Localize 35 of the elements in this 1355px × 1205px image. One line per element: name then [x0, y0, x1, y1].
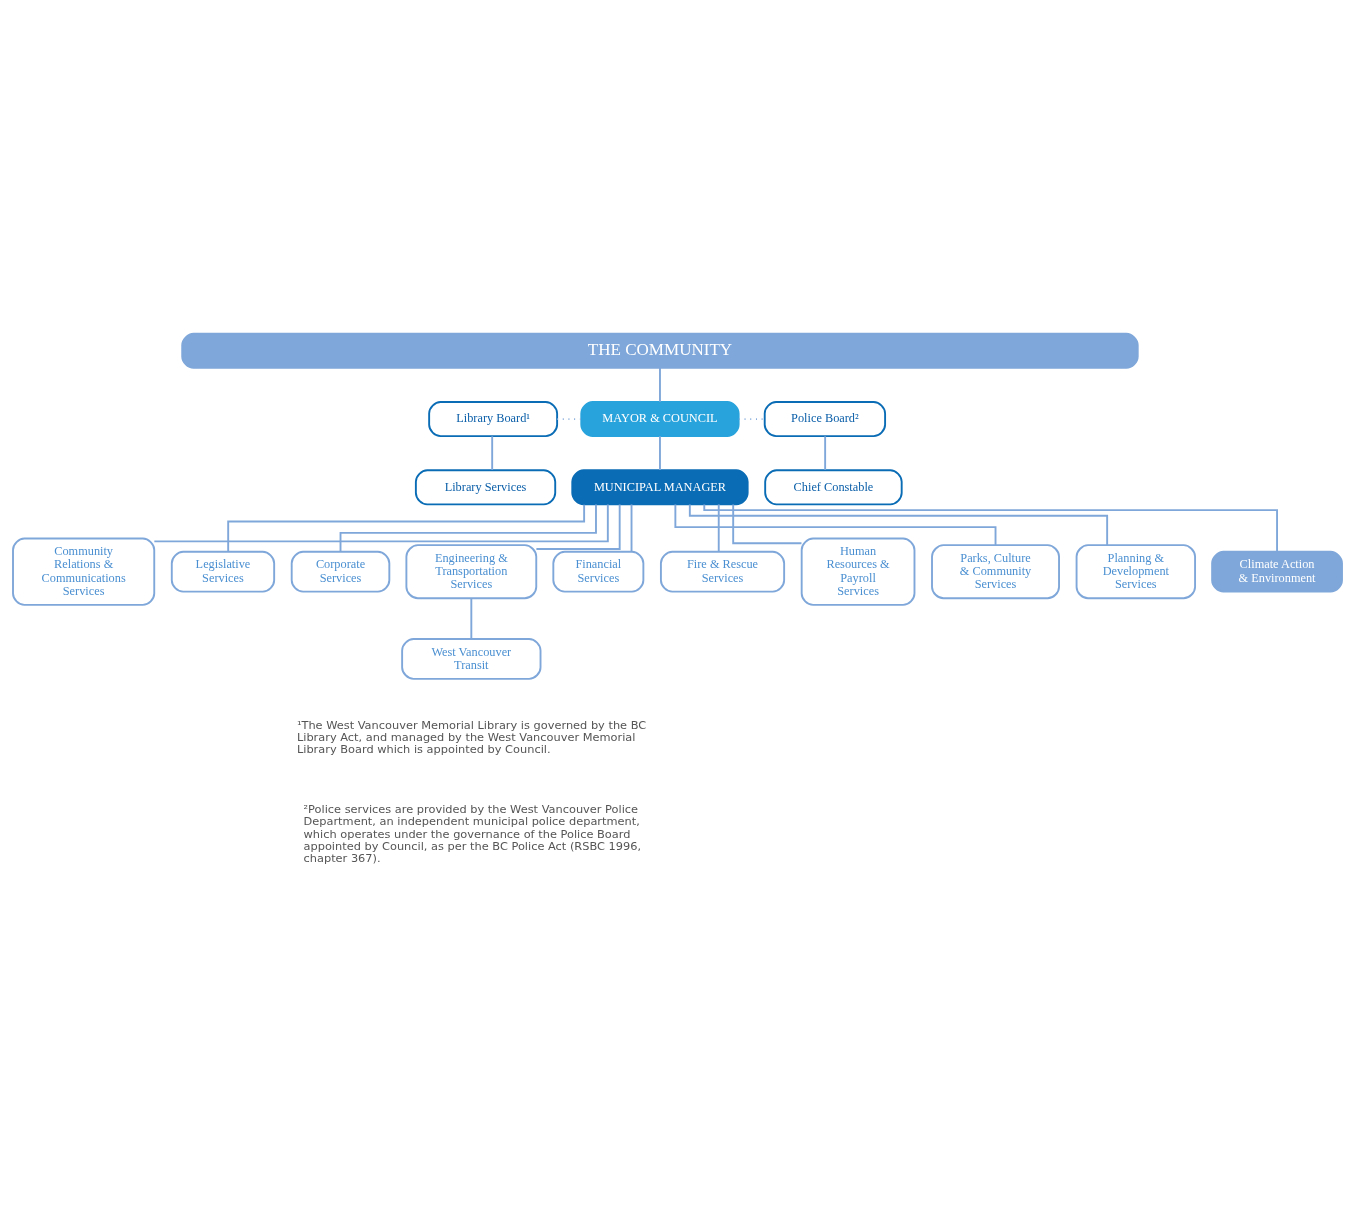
connector: [227, 503, 586, 553]
connector: [688, 503, 1109, 546]
node-box: Legislative Services: [170, 550, 276, 593]
node-box: Fire & Rescue Services: [659, 550, 786, 593]
connector: [535, 503, 621, 550]
node-box: Library Board¹: [428, 400, 559, 437]
connector: [491, 434, 494, 471]
node-box: Corporate Services: [290, 550, 391, 593]
node-box: Chief Constable: [764, 468, 903, 505]
connector: [659, 366, 661, 403]
connector: [339, 503, 597, 552]
node-box: Library Services: [414, 468, 557, 505]
node-box: Community Relations & Communications Services: [12, 537, 156, 606]
node-box: MAYOR & COUNCIL: [580, 400, 740, 437]
node-box: Financial Services: [552, 550, 645, 593]
node-box: Planning & Development Services: [1075, 543, 1196, 599]
node-box: MUNICIPAL MANAGER: [571, 468, 749, 505]
connector: [717, 503, 720, 553]
connector: [732, 503, 803, 544]
connector: [470, 596, 473, 640]
node-box: Parks, Culture & Community Services: [931, 543, 1060, 599]
node-box: Police Board²: [763, 400, 887, 437]
node-box: Engineering & Transportation Services: [405, 543, 538, 599]
node-box: Climate Action & Environment: [1211, 550, 1343, 593]
connector: [674, 503, 997, 546]
connector: [824, 434, 827, 471]
label: ²Police services are provided by the West Vancouver Police Department, an independent municipal police department, which operates under the governance of the Police Board appointed by Council, as per the BC Police Act (RSBC 1996, chapter 367).: [303, 801, 642, 865]
connector: [630, 503, 633, 553]
label: ¹The West Vancouver Memorial Library is governed by the BC Library Act, and managed by the West Vancouver Memorial Library Board which is appointed by Council.: [296, 717, 647, 756]
connector: [153, 503, 609, 542]
connector: [703, 503, 1278, 552]
connector: [659, 434, 661, 471]
node-box: THE COMMUNITY: [181, 332, 1139, 369]
node-box: West Vancouver Transit: [401, 637, 542, 680]
node-box: Human Resources & Payroll Services: [800, 537, 916, 606]
